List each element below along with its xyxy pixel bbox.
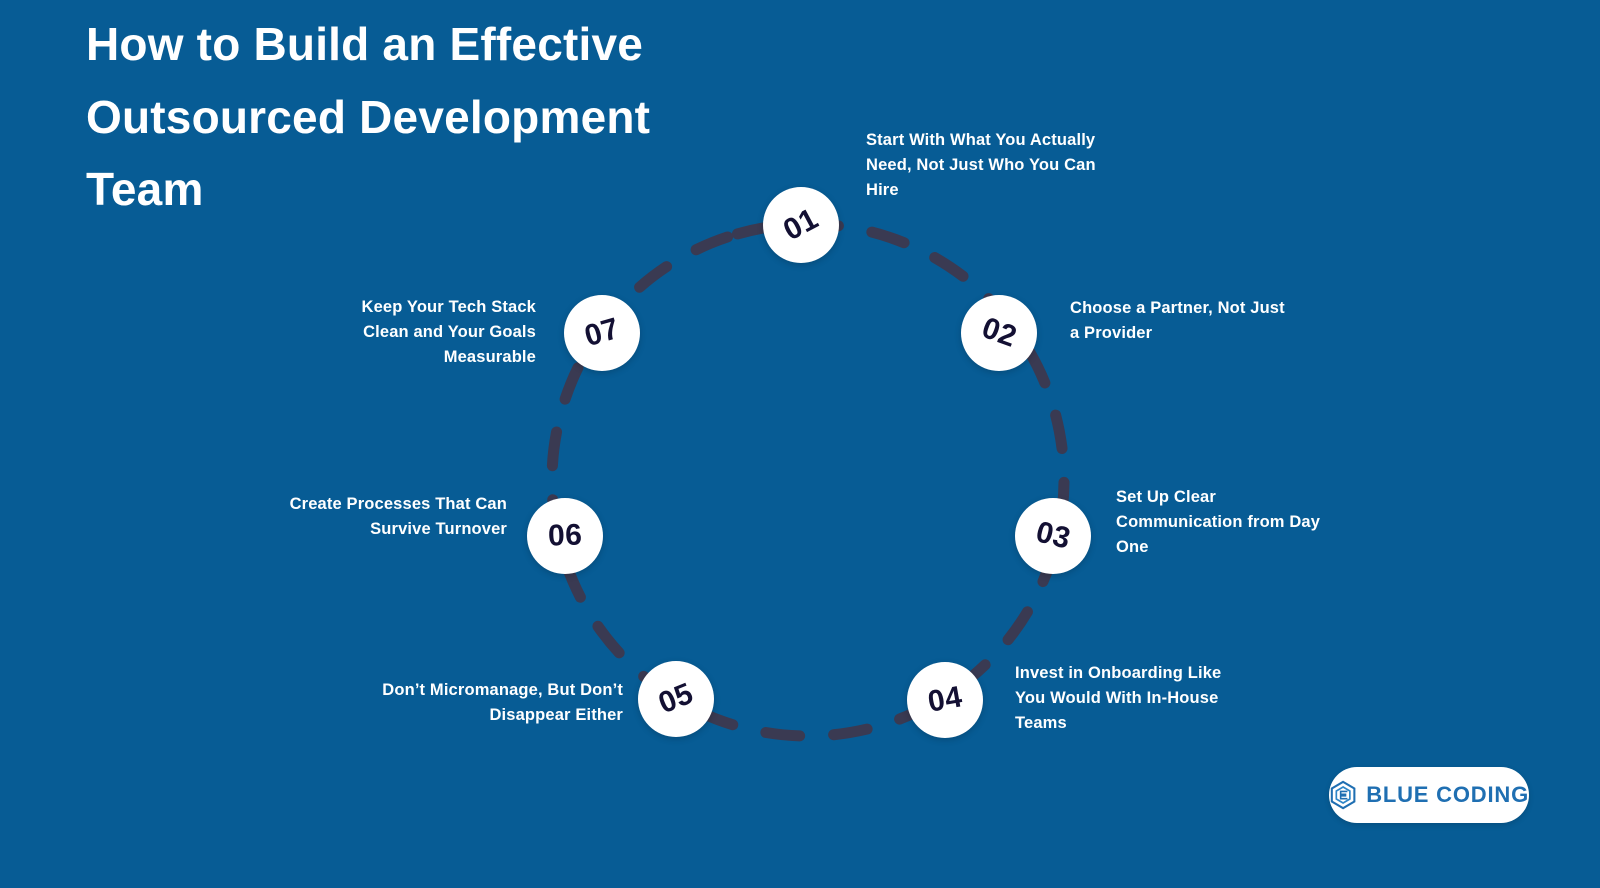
step-number-02: 02 xyxy=(977,311,1021,354)
step-node-02[interactable]: 02 xyxy=(961,295,1037,371)
brand-logo[interactable]: BLUE CODING xyxy=(1329,767,1529,823)
hexagon-icon xyxy=(1330,780,1356,810)
step-number-07: 07 xyxy=(580,311,623,354)
logo-text: BLUE CODING xyxy=(1366,782,1529,807)
step-caption-05: Don’t Micromanage, But Don’t Disappear E… xyxy=(382,681,623,725)
step-node-07[interactable]: 07 xyxy=(564,295,640,371)
step-node-04[interactable]: 04 xyxy=(907,662,983,738)
step-node-03[interactable]: 03 xyxy=(1015,498,1091,574)
step-caption-04: Invest in Onboarding Like You Would With… xyxy=(1015,664,1222,733)
step-caption-03: Set Up Clear Communication from Day One xyxy=(1116,488,1321,557)
step-caption-07: Keep Your Tech Stack Clean and Your Goal… xyxy=(361,298,536,367)
step-number-06: 06 xyxy=(547,518,583,553)
step-number-05: 05 xyxy=(653,676,698,721)
step-number-01: 01 xyxy=(777,201,824,248)
step-node-01[interactable]: 01 xyxy=(763,187,839,263)
step-number-03: 03 xyxy=(1032,515,1074,556)
step-caption-01: Start With What You Actually Need, Not J… xyxy=(866,131,1096,200)
step-node-05[interactable]: 05 xyxy=(638,661,714,737)
step-number-04: 04 xyxy=(925,680,965,719)
step-caption-06: Create Processes That Can Survive Turnov… xyxy=(289,495,507,539)
step-caption-02: Choose a Partner, Not Just a Provider xyxy=(1070,299,1285,343)
page-title: How to Build an Effective Outsourced Dev… xyxy=(86,18,651,216)
step-node-06[interactable]: 06 xyxy=(527,498,603,574)
